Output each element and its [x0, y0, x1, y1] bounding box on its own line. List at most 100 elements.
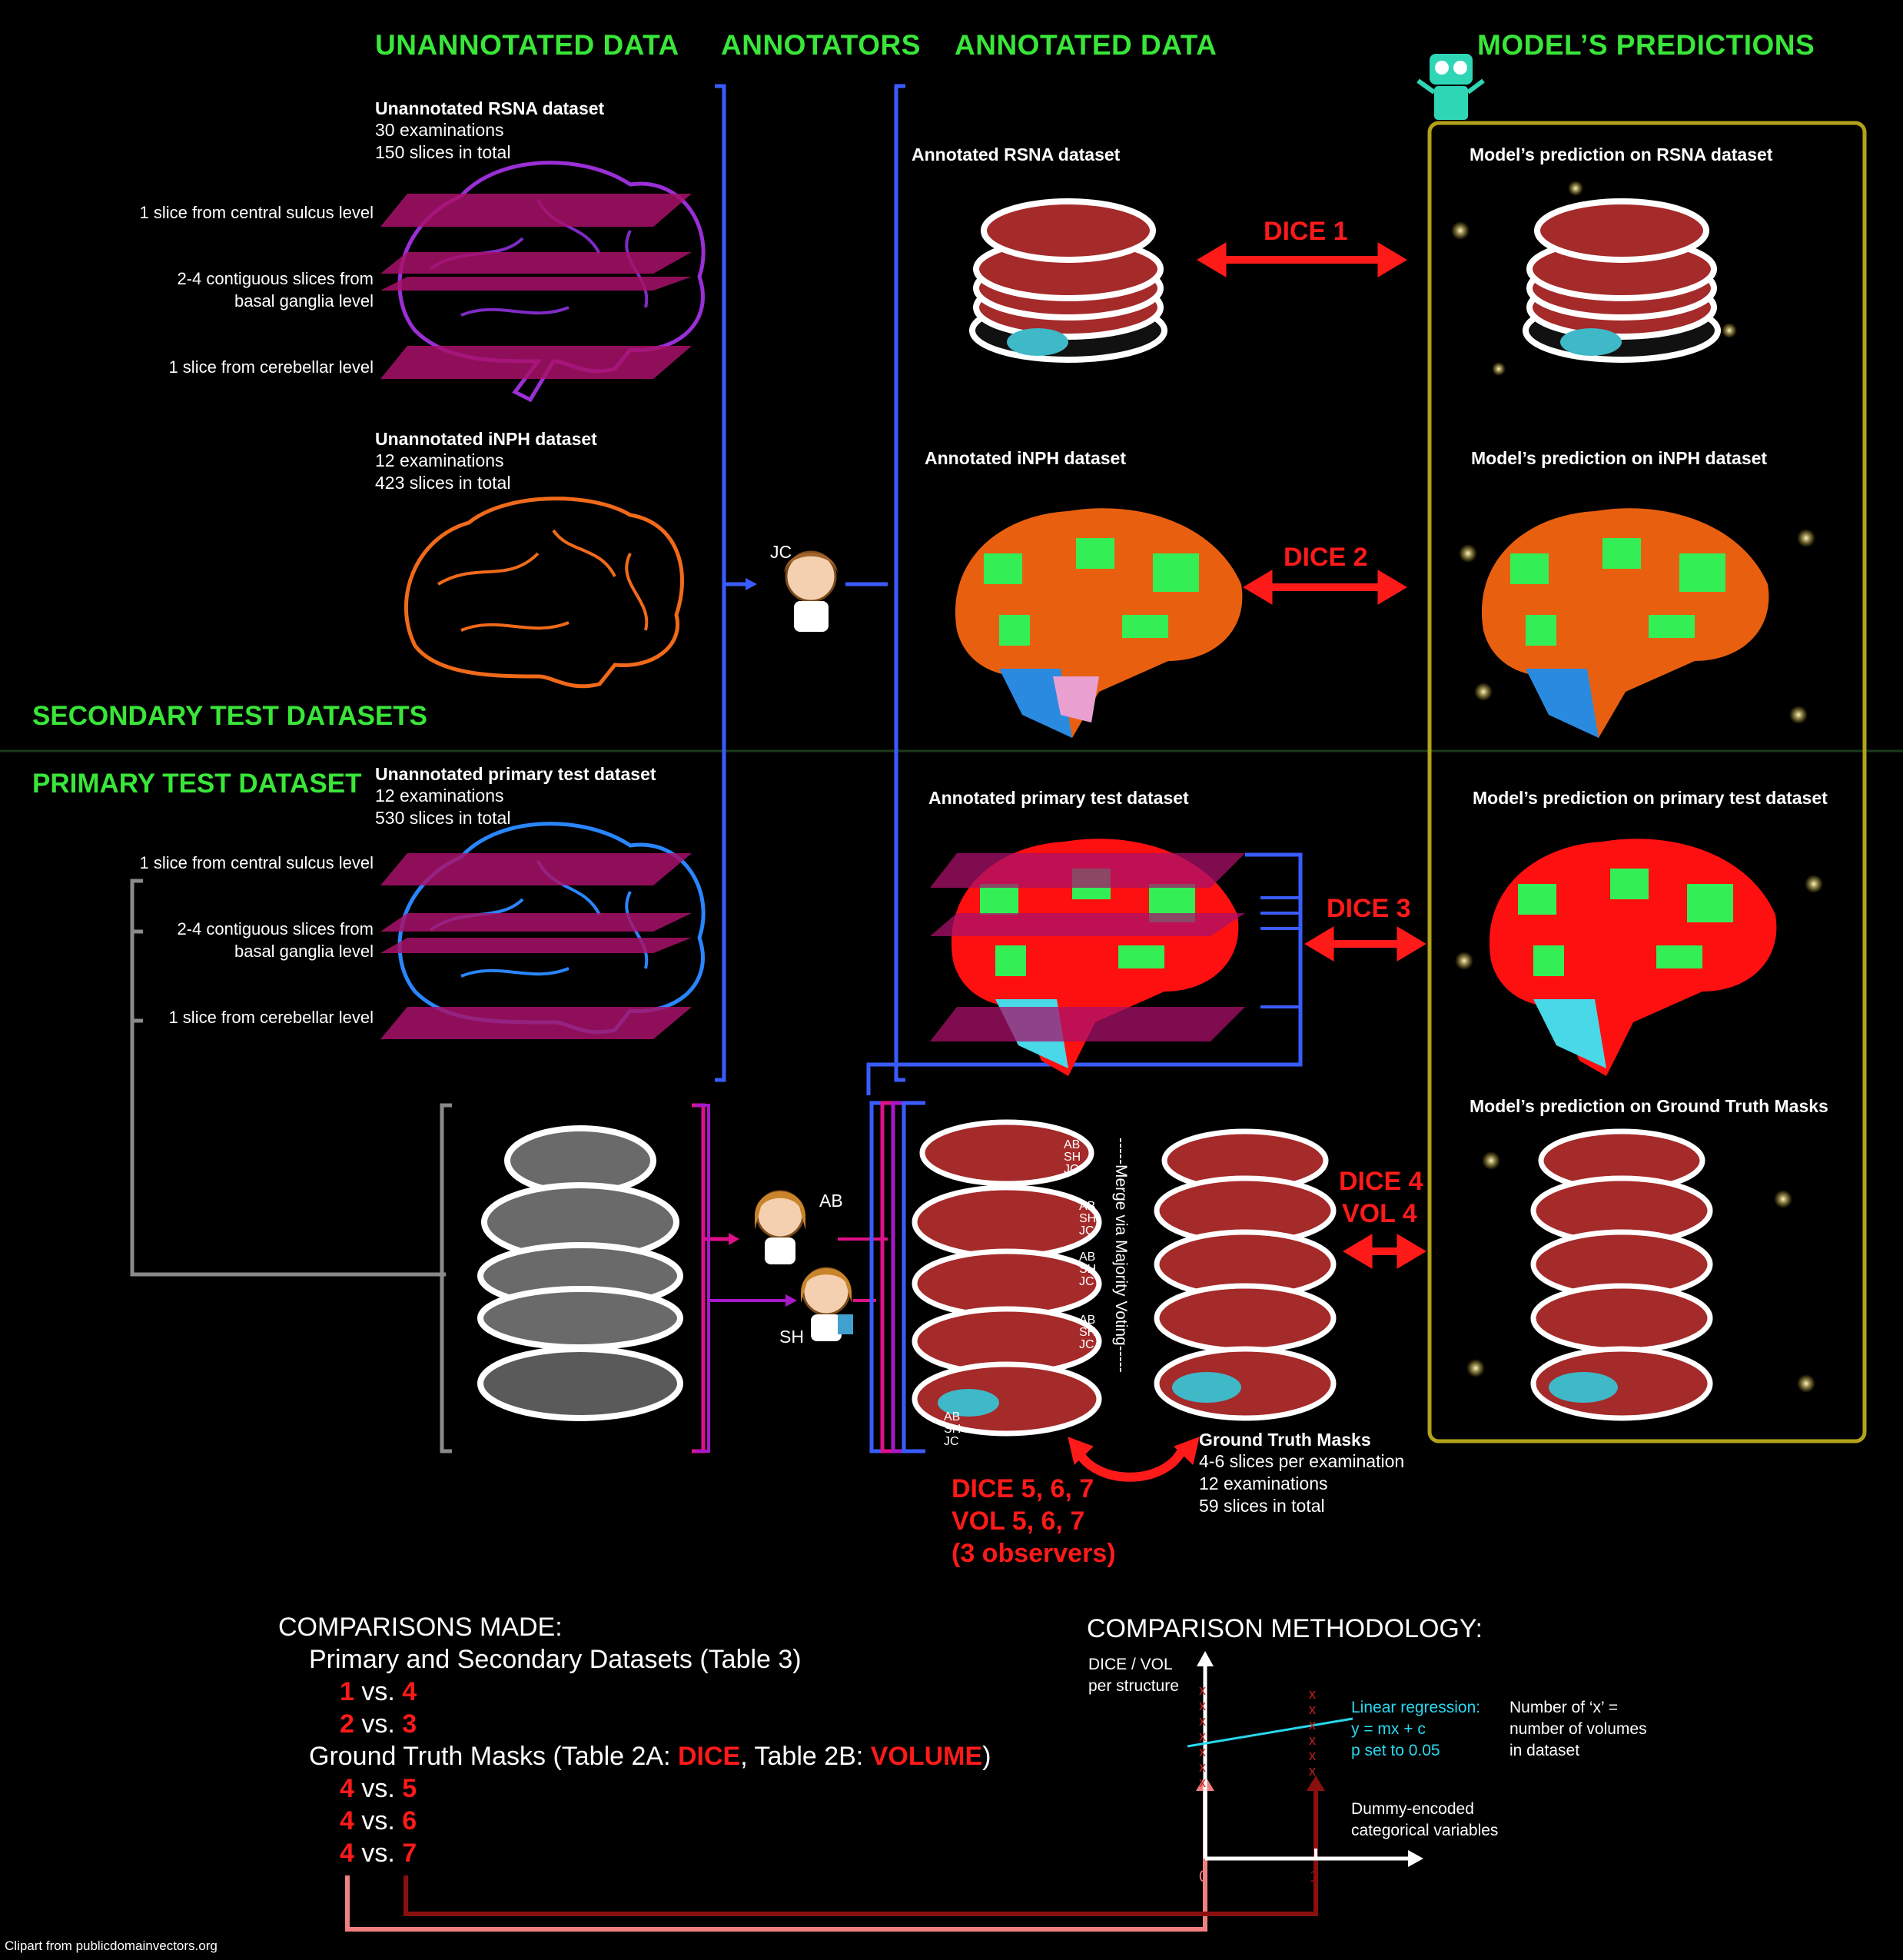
observer-label-jc: JC [1064, 1163, 1079, 1176]
prediction-gt-title: Model’s prediction on Ground Truth Masks [1470, 1096, 1828, 1116]
connector-darkred [404, 1787, 1318, 1916]
stack-ground-truth [1154, 1128, 1337, 1421]
slice-rsna-2b [380, 277, 692, 291]
stack-observers [912, 1119, 1102, 1437]
sparkles [1451, 181, 1823, 1393]
note-line3: in dataset [1509, 1742, 1580, 1759]
dice-2-label: DICE 2 [1284, 543, 1368, 572]
comparison-a: 1 [340, 1677, 354, 1706]
svg-text:x: x [1309, 1748, 1316, 1763]
slice-primary-2a [380, 913, 692, 932]
annotator-jc-label: JC [770, 542, 792, 562]
note-line2: number of volumes [1509, 1720, 1647, 1738]
brain-prediction-inph [1481, 508, 1769, 738]
methodology-xlabel: Dummy-encoded categorical variables [1351, 1799, 1498, 1842]
comparison-row: 2 vs. 3 [340, 1709, 417, 1739]
predictions-box [1427, 121, 1867, 1443]
header-annotated: ANNOTATED DATA [955, 29, 1217, 61]
methodology-ylabel-2: per structure [1088, 1677, 1179, 1695]
annotated-rsna-title: Annotated RSNA dataset [912, 145, 1121, 164]
svg-text:x: x [1309, 1732, 1316, 1748]
comparisons-group2: Ground Truth Masks (Table 2A: DICE, Tabl… [309, 1742, 991, 1772]
credit: Clipart from publicdomainvectors.org [5, 1938, 218, 1953]
bracket-gray [130, 879, 452, 1453]
observer-label-ab: AB [1079, 1200, 1096, 1213]
observer-labels-4: AB SH JC [1079, 1314, 1096, 1351]
unannotated-primary-line2: 530 slices in total [375, 808, 511, 828]
header-predictions: MODEL’S PREDICTIONS [1477, 29, 1815, 61]
comparison-row: 4 vs. 7 [340, 1839, 417, 1869]
primary-slice2b-label: basal ganglia level [234, 942, 374, 961]
svg-text:x: x [1199, 1775, 1206, 1790]
observer-label-jc: JC [944, 1435, 959, 1448]
observer-label-jc: JC [1079, 1338, 1094, 1351]
comparison-vs: vs. [361, 1839, 395, 1868]
svg-text:x: x [1309, 1763, 1316, 1779]
unannotated-inph-line2: 423 slices in total [375, 473, 511, 493]
section-secondary: SECONDARY TEST DATASETS [32, 701, 428, 731]
unannotated-primary-title: Unannotated primary test dataset [375, 764, 656, 784]
observer-label-sh: SH [1064, 1151, 1081, 1164]
slice-rsna-1 [380, 194, 692, 227]
comparison-b: 3 [402, 1709, 417, 1739]
comparison-b: 6 [402, 1806, 417, 1835]
annotator-sh-label: SH [779, 1327, 804, 1347]
merge-label: -----Merge via Majority Voting----- [1112, 1138, 1130, 1373]
observer-label-jc: JC [1079, 1224, 1094, 1237]
ground-truth-line3: 59 slices in total [1199, 1496, 1325, 1516]
xlabel-line1: Dummy-encoded [1351, 1800, 1474, 1818]
robot-icon [1416, 54, 1485, 120]
svg-text:x: x [1199, 1698, 1206, 1713]
comparison-vs: vs. [361, 1806, 395, 1835]
comparison-a: 4 [340, 1806, 354, 1835]
observers-label: (3 observers) [952, 1539, 1116, 1568]
unannotated-inph-title: Unannotated iNPH dataset [375, 429, 597, 449]
slice-primary-3 [380, 1007, 692, 1039]
stack-annotated-rsna [969, 198, 1167, 363]
section-primary: PRIMARY TEST DATASET [32, 769, 362, 799]
observer-label-ab: AB [944, 1410, 961, 1423]
comparison-row: 4 vs. 6 [340, 1806, 417, 1836]
comparison-a: 4 [340, 1774, 354, 1803]
brain-prediction-primary [1489, 839, 1777, 1076]
dice-567-label: DICE 5, 6, 7 [952, 1474, 1094, 1503]
unannotated-rsna-title: Unannotated RSNA dataset [375, 98, 605, 118]
stack-prediction-rsna [1523, 198, 1721, 363]
slice-primary-1 [380, 853, 692, 885]
methodology-axes [1187, 1651, 1423, 1867]
connector-pink [345, 1787, 1207, 1932]
group2-vol: VOLUME [870, 1742, 983, 1771]
comparisons-group1: Primary and Secondary Datasets (Table 3) [309, 1645, 802, 1674]
observer-label-sh: SH [944, 1423, 961, 1436]
comparison-a: 4 [340, 1839, 354, 1868]
prediction-primary-title: Model’s prediction on primary test datas… [1473, 788, 1828, 808]
svg-text:x: x [1199, 1759, 1206, 1775]
brain-annotated-inph [955, 508, 1243, 738]
comparisons-title: COMPARISONS MADE: [278, 1613, 563, 1642]
group2-pre: Ground Truth Masks (Table 2A: [309, 1742, 678, 1771]
unannotated-inph-info: Unannotated iNPH dataset 12 examinations… [375, 429, 597, 494]
methodology-x-marks: xxx xxx x xxx xxx [1199, 1683, 1316, 1790]
unannotated-rsna-info: Unannotated RSNA dataset 30 examinations… [375, 98, 604, 164]
brain-inph-outline [404, 497, 684, 689]
comparison-vs: vs. [361, 1774, 395, 1803]
observer-labels-2: AB SH JC [1079, 1201, 1096, 1237]
svg-text:x: x [1199, 1744, 1206, 1759]
slice-annotated-3 [930, 1007, 1245, 1041]
observer-labels-1: AB SH JC [1064, 1139, 1081, 1176]
unannotated-inph-line1: 12 examinations [375, 450, 504, 470]
comparison-a: 2 [340, 1709, 354, 1739]
methodology-ylabel-1: DICE / VOL [1088, 1656, 1173, 1673]
methodology-title: COMPARISON METHODOLOGY: [1087, 1614, 1483, 1643]
vol-4-label: VOL 4 [1342, 1199, 1417, 1228]
svg-text:x: x [1199, 1683, 1206, 1698]
observer-label-ab: AB [1064, 1138, 1081, 1151]
prediction-inph-title: Model’s prediction on iNPH dataset [1471, 448, 1768, 468]
svg-text:x: x [1199, 1729, 1206, 1744]
prediction-rsna-title: Model’s prediction on RSNA dataset [1470, 145, 1773, 164]
dice-arrows [1068, 242, 1426, 1482]
observer-label-jc: JC [1079, 1275, 1094, 1288]
comparison-b: 5 [402, 1774, 417, 1803]
ground-truth-line2: 12 examinations [1199, 1473, 1328, 1493]
